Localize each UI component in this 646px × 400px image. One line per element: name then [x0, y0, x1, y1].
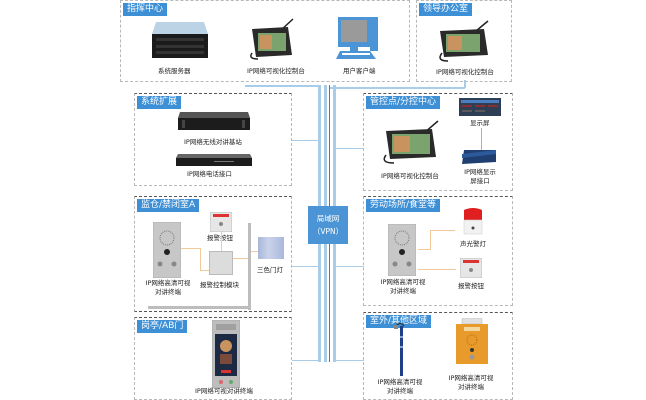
- alarm-button-icon: [210, 212, 232, 232]
- outdoor-pole-terminal-icon: [394, 322, 405, 376]
- outdoor-box-terminal-icon: [456, 318, 488, 364]
- device-label: IP网络高清可视对讲终端: [377, 378, 423, 395]
- intercom-terminal-icon: [388, 224, 416, 276]
- lan-label: 局域网: [316, 214, 340, 223]
- vpn-label: （VPN）: [312, 227, 344, 236]
- alarm-wire: [200, 248, 201, 270]
- link-outdoor: [336, 360, 364, 361]
- alarm-wire: [430, 230, 455, 231]
- alarm-button-icon: [460, 258, 482, 278]
- device-label: IP网络高清可视对讲终端: [380, 278, 426, 295]
- device-label: IP网络可视对讲终端: [195, 387, 253, 395]
- device-label: 三色门灯: [257, 266, 283, 274]
- alarm-wire: [418, 269, 456, 270]
- control-console-icon: [250, 18, 294, 60]
- display-screen-icon: [459, 98, 501, 116]
- alarm-wire: [181, 248, 201, 249]
- panel-title: 领导办公室: [419, 3, 473, 16]
- panel-control-point: 管控点/分控中心: [363, 93, 513, 191]
- phone-interface-icon: [176, 154, 252, 166]
- panel-workplace: 劳动场所/食堂等: [363, 196, 513, 306]
- link-prison: [292, 266, 320, 267]
- server-icon: [152, 22, 208, 58]
- device-label: 显示屏: [470, 119, 490, 127]
- link-workplace: [336, 266, 364, 267]
- alarm-wire: [430, 230, 431, 250]
- alarm-wire: [232, 258, 250, 259]
- wall-line-vertical: [248, 223, 251, 310]
- panel-title: 指挥中心: [123, 3, 168, 16]
- device-label: IP网络高清可视对讲终端: [145, 279, 191, 296]
- wireless-base-station-icon: [178, 112, 250, 130]
- link-expansion: [292, 140, 320, 141]
- control-console-icon: [383, 120, 439, 164]
- display-interface-icon: [462, 150, 496, 164]
- visual-intercom-terminal-icon: [212, 320, 240, 388]
- alarm-wire: [200, 270, 212, 271]
- device-label: IP网络可视化控制台: [247, 67, 305, 75]
- panel-title: 监仓/禁闭室A: [137, 199, 200, 212]
- device-label: IP网络显示屏接口: [464, 168, 496, 185]
- panel-title: 系统扩展: [137, 96, 182, 109]
- strobe-siren-icon: [463, 208, 483, 235]
- alarm-wire: [418, 249, 430, 250]
- device-label: IP网络可视化控制台: [381, 172, 439, 180]
- panel-leader-office: 领导办公室: [416, 0, 512, 82]
- device-label: IP网络电话接口: [187, 170, 232, 178]
- panel-title: 管控点/分控中心: [366, 96, 441, 109]
- alarm-wire: [221, 232, 222, 252]
- device-label: 报警按钮: [207, 234, 233, 242]
- tricolor-door-light-icon: [258, 237, 284, 259]
- client-pc-icon: [336, 17, 378, 59]
- lan-vpn-box: 局域网 （VPN）: [308, 206, 348, 244]
- device-label: 报警按钮: [458, 282, 484, 290]
- intercom-terminal-icon: [153, 222, 181, 278]
- device-label: 系统服务器: [158, 67, 191, 75]
- wall-line-horizontal: [148, 306, 251, 309]
- panel-title: 岗亭/AB门: [137, 320, 188, 333]
- link-gate: [292, 360, 320, 361]
- control-console-icon: [439, 20, 489, 62]
- panel-title: 劳动场所/食堂等: [366, 199, 441, 212]
- device-label: IP网络可视化控制台: [436, 68, 494, 76]
- device-label: IP网络高清可视对讲终端: [448, 374, 494, 391]
- device-label: 声光警灯: [460, 240, 486, 248]
- device-label: 报警控制模块: [200, 281, 239, 289]
- alarm-control-module-icon: [209, 251, 233, 275]
- link-top-left: [245, 85, 321, 87]
- panel-title: 室外/其他区域: [366, 315, 432, 328]
- device-label: 用户客户端: [343, 67, 376, 75]
- alarm-wire: [250, 251, 260, 252]
- panel-prison-room: 监仓/禁闭室A: [134, 196, 292, 312]
- link-top-right: [330, 87, 465, 89]
- link-control: [336, 148, 364, 149]
- panel-command-center: 指挥中心: [120, 0, 410, 82]
- display-link-line: [481, 128, 482, 150]
- device-label: IP网络无线对讲基站: [184, 138, 242, 146]
- link-top-right-up: [464, 80, 466, 88]
- panel-system-expansion: 系统扩展: [134, 93, 292, 186]
